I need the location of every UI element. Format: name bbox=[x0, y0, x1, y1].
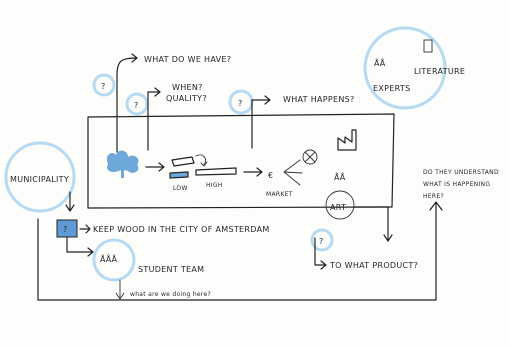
question-mark-3: ? bbox=[238, 99, 243, 108]
what-doing-label: what are we doing here? bbox=[130, 291, 211, 298]
question-mark-1: ? bbox=[101, 82, 106, 91]
market-split bbox=[284, 160, 302, 185]
municipality-label: MUNICIPALITY bbox=[10, 175, 69, 184]
tree-to-log-arrow bbox=[146, 163, 164, 171]
art-to-product-arrow bbox=[354, 207, 392, 241]
question-mark-4: ? bbox=[319, 237, 324, 246]
happens-arrow bbox=[252, 96, 270, 148]
team-question-arrow bbox=[116, 280, 124, 299]
experts-icon: ÅÅ bbox=[374, 57, 386, 68]
euro-icon: € bbox=[268, 171, 273, 180]
log-arrow bbox=[196, 155, 207, 166]
understand-line-3: HERE? bbox=[423, 193, 444, 200]
keep-wood-title: KEEP WOOD IN THE CITY OF AMSTERDAM bbox=[93, 225, 270, 234]
market-label: MARKET bbox=[266, 191, 293, 198]
understand-line-1: DO THEY UNDERSTAND bbox=[423, 169, 499, 176]
high-label: HIGH bbox=[206, 182, 223, 189]
square-question-mark: ? bbox=[63, 225, 68, 234]
question-mark-2: ? bbox=[134, 101, 139, 110]
art-label: ART bbox=[330, 203, 346, 212]
team-icon: ÅÅÅ bbox=[100, 253, 118, 264]
what-happens-label: WHAT HAPPENS? bbox=[283, 95, 355, 104]
what-do-we-have-label: WHAT DO WE HAVE? bbox=[144, 55, 231, 64]
people-icon: ÅÅ bbox=[334, 171, 346, 182]
square-to-team-arrow bbox=[67, 238, 93, 256]
keep-wood-arrow bbox=[80, 225, 90, 233]
tree-icon bbox=[107, 151, 139, 178]
student-team-label: STUDENT TEAM bbox=[138, 265, 204, 274]
quality-arrow bbox=[148, 88, 160, 150]
cross-mark bbox=[305, 152, 315, 162]
understand-line-2: WHAT IS HAPPENING bbox=[423, 181, 490, 188]
quality-label: QUALITY? bbox=[166, 94, 207, 103]
literature-label: LITERATURE bbox=[414, 67, 465, 76]
high-plank-icon bbox=[196, 168, 236, 175]
plank-to-market-arrow bbox=[244, 168, 262, 176]
when-label: WHEN? bbox=[172, 83, 203, 92]
low-plank-icon bbox=[170, 172, 188, 178]
low-label: LOW bbox=[173, 185, 188, 192]
what-product-label: TO WHAT PRODUCT? bbox=[329, 261, 418, 270]
factory-icon bbox=[338, 130, 356, 150]
log-icon bbox=[172, 157, 194, 166]
feedback-loop bbox=[38, 203, 436, 300]
experts-label: EXPERTS bbox=[373, 84, 410, 93]
book-icon bbox=[424, 40, 432, 52]
